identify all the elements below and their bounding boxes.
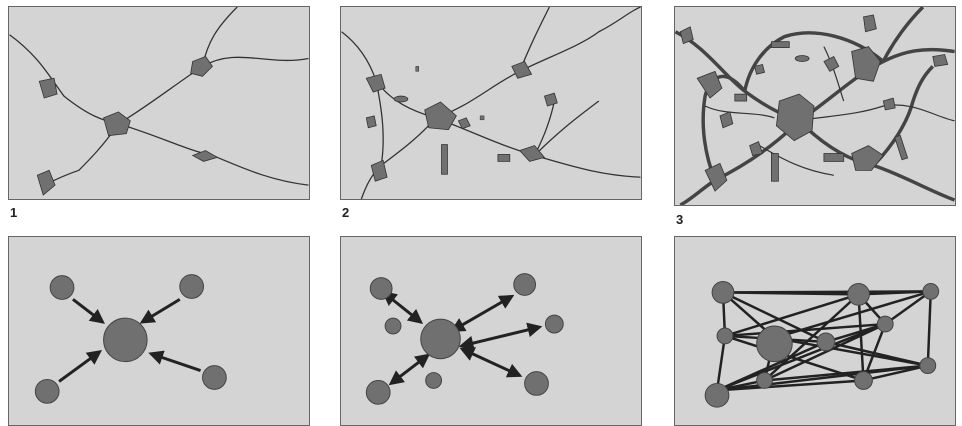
panel-network-stage-3 xyxy=(674,236,956,426)
network-stage-2-diagram xyxy=(365,273,564,405)
stage-number-2: 2 xyxy=(342,205,350,220)
stage-number-3: 3 xyxy=(676,212,684,227)
hub-node xyxy=(103,317,148,363)
panel-map-stage-1 xyxy=(8,6,310,200)
map-stage-3-diagram xyxy=(675,7,955,205)
panel-map-stage-3 xyxy=(674,6,956,206)
network-stage-3-diagram xyxy=(704,281,940,408)
panel-network-stage-1 xyxy=(8,236,310,426)
map-stage-2-diagram xyxy=(341,7,641,199)
network-stage-1-diagram xyxy=(34,274,227,404)
map-stage-1-diagram xyxy=(9,7,309,196)
panel-network-stage-2 xyxy=(340,236,642,426)
stage-number-1: 1 xyxy=(10,205,18,220)
panel-map-stage-2 xyxy=(340,6,642,200)
